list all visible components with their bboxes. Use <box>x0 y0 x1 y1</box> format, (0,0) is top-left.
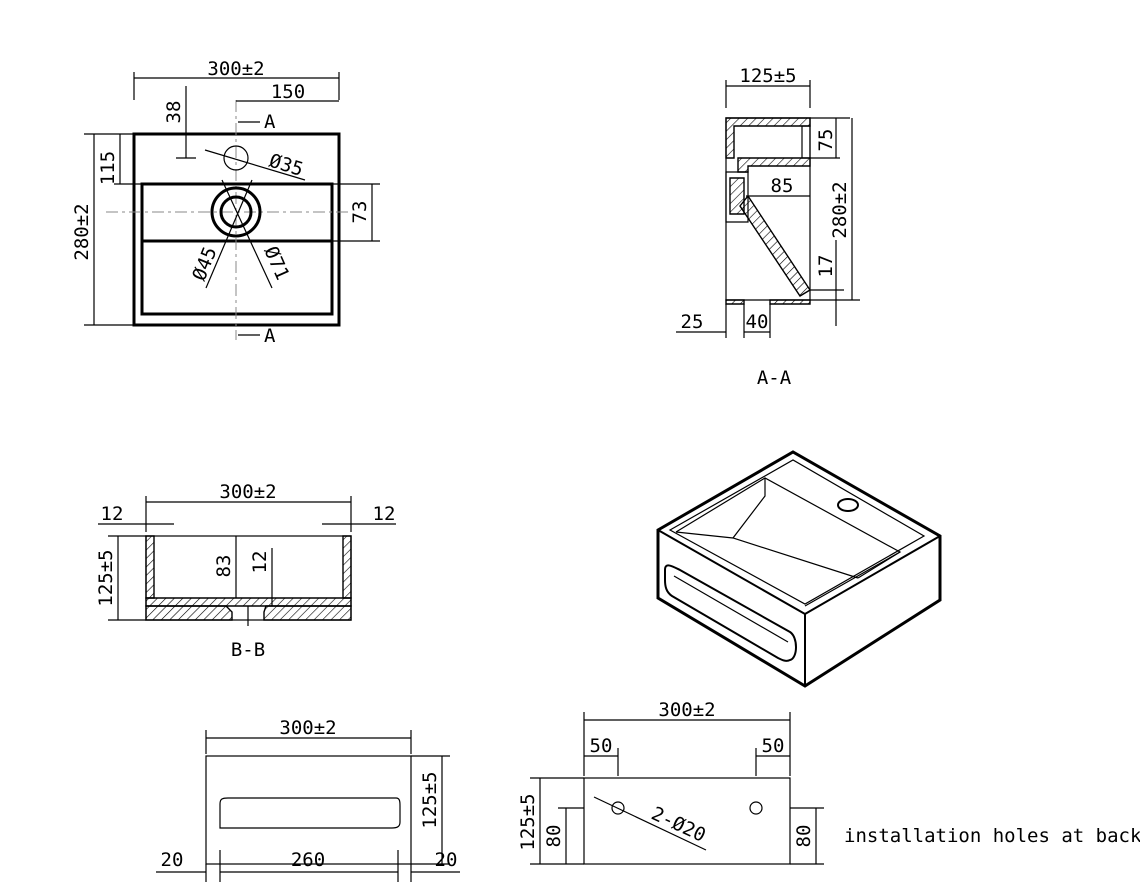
aa-height-label: 280±2 <box>829 181 851 238</box>
back-right-50-label: 50 <box>762 735 785 757</box>
bb-title: B-B <box>231 639 265 661</box>
bb-wall-left-label: 12 <box>101 503 124 525</box>
top-73-label: 73 <box>349 201 371 224</box>
bb-width-label: 300±2 <box>219 481 276 503</box>
top-view: 300±2 150 38 A A Ø35 115 280±2 73 Ø45 Ø7 <box>71 58 380 347</box>
front-right-margin-label: 20 <box>435 849 458 871</box>
front-view: 300±2 125±5 20 260 20 <box>156 717 460 882</box>
back-view: 2-Ø20 300±2 50 50 125±5 80 80 installati… <box>517 699 1140 865</box>
back-holes-label: 2-Ø20 <box>648 803 709 847</box>
isometric-view <box>656 450 942 688</box>
aa-85-label: 85 <box>771 175 794 197</box>
top-dia35-label: Ø35 <box>267 150 306 181</box>
section-aa-view: 125±5 75 85 280±2 17 25 40 A-A <box>676 65 860 389</box>
aa-title: A-A <box>757 367 792 389</box>
aa-40-label: 40 <box>746 311 769 333</box>
section-bb-view: 300±2 12 12 125±5 83 12 B-B <box>95 481 396 661</box>
aa-17-label: 17 <box>815 255 837 278</box>
back-hole-height-left-label: 80 <box>543 825 565 848</box>
top-height-label: 280±2 <box>71 203 93 260</box>
section-a-bottom: A <box>264 325 276 347</box>
back-height-label: 125±5 <box>517 793 539 850</box>
top-dia45-label: Ø45 <box>188 244 221 284</box>
section-a-top: A <box>264 111 276 133</box>
front-left-margin-label: 20 <box>161 849 184 871</box>
back-width-label: 300±2 <box>658 699 715 721</box>
aa-25-label: 25 <box>681 311 704 333</box>
bb-wall-right-label: 12 <box>373 503 396 525</box>
aa-75-label: 75 <box>815 129 837 152</box>
top-dia71-label: Ø71 <box>259 243 293 283</box>
back-note: installation holes at back side <box>844 825 1140 847</box>
top-150-label: 150 <box>271 81 305 103</box>
aa-depth-label: 125±5 <box>739 65 796 87</box>
back-hole-height-right-label: 80 <box>793 825 815 848</box>
top-38-label: 38 <box>163 101 185 124</box>
bb-12-label: 12 <box>249 551 271 574</box>
top-width-label: 300±2 <box>207 58 264 80</box>
bb-83-label: 83 <box>213 555 235 578</box>
back-left-50-label: 50 <box>590 735 613 757</box>
bb-height-label: 125±5 <box>95 549 117 606</box>
front-opening-label: 260 <box>291 849 325 871</box>
top-115-label: 115 <box>97 151 119 185</box>
front-width-label: 300±2 <box>279 717 336 739</box>
front-height-label: 125±5 <box>419 771 441 828</box>
